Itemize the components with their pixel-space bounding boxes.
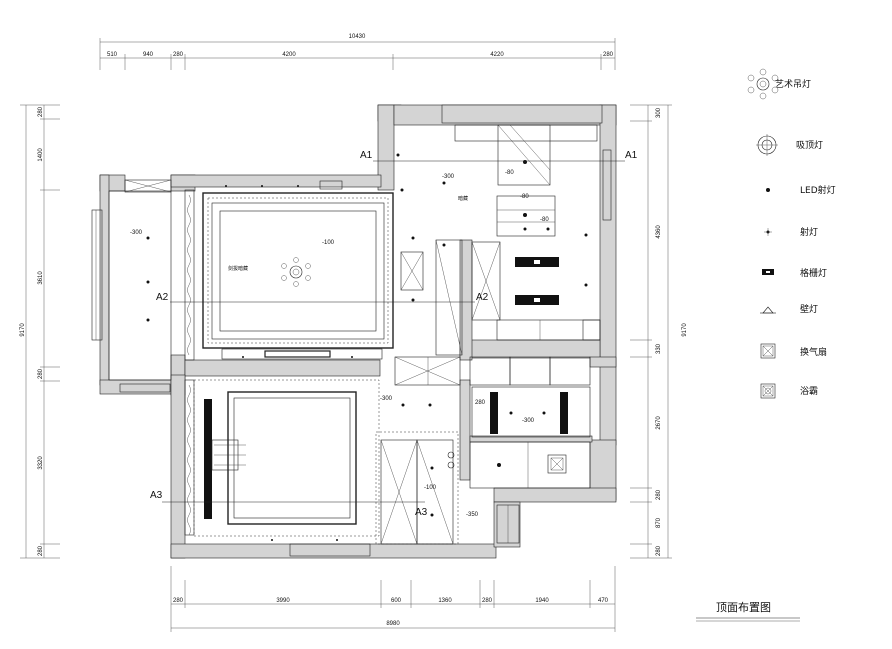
height-280-label: 280 xyxy=(475,400,486,406)
right-dim-3: 330 xyxy=(656,343,662,354)
left-balcony: -300 xyxy=(91,179,172,393)
chandelier-icon xyxy=(747,68,779,100)
top-dim-4: 4200 xyxy=(282,52,296,58)
section-lines: A1 A1 A2 A2 A3 A3 xyxy=(150,150,638,518)
section-a3-left: A3 xyxy=(150,490,163,501)
wall-lamp-icon xyxy=(760,306,776,314)
legend-chandelier-label: 艺术吊灯 xyxy=(775,78,811,90)
left-dim-5: 3320 xyxy=(38,456,44,470)
right-dim-4: 2670 xyxy=(656,416,662,430)
kitchen-area: 暗藏 -300 -80 -80 -80 xyxy=(435,124,612,356)
legend: 艺术吊灯 吸顶灯 LED射灯 射灯 格栅灯 壁灯 xyxy=(747,68,836,399)
living-chandelier-icon xyxy=(281,257,311,287)
right-dim-5: 280 xyxy=(656,489,662,500)
top-dim-5: 4220 xyxy=(490,52,504,58)
top-dim-1: 510 xyxy=(107,52,118,58)
bottom-dim-2: 3990 xyxy=(276,598,290,604)
legend-spotlight-label: 射灯 xyxy=(800,226,818,238)
ceiling-light-icon xyxy=(756,134,778,156)
bottom-dim-1: 280 xyxy=(173,598,184,604)
section-a2-right: A2 xyxy=(476,292,489,303)
bottom-dim-6: 1940 xyxy=(535,598,549,604)
left-dim-6: 280 xyxy=(38,545,44,556)
elevation-kitchen-4: -80 xyxy=(540,217,549,223)
elevation-study-2: -100 xyxy=(424,485,437,491)
elevation-bath: -300 xyxy=(522,418,535,424)
legend-ceiling-light-label: 吸顶灯 xyxy=(796,140,823,151)
living-room: 剑拔暗藏 -100 xyxy=(184,153,446,361)
top-dim-3: 280 xyxy=(173,52,184,58)
bottom-dim-5: 280 xyxy=(482,598,493,604)
legend-bath-heater-label: 浴霸 xyxy=(800,386,818,397)
elevation-kitchen-3: -80 xyxy=(520,194,529,200)
spotlight-icon xyxy=(764,228,772,236)
elevation-balcony: -300 xyxy=(130,230,143,236)
bath-heater-icon xyxy=(760,383,776,399)
left-dim-4: 280 xyxy=(38,368,44,379)
bottom-dimension-chain: 280 3990 600 1360 280 1940 470 8980 xyxy=(170,566,616,632)
exhaust-fan-icon xyxy=(760,343,776,359)
section-a1-right: A1 xyxy=(625,150,638,161)
bottom-total-dim: 8980 xyxy=(386,621,400,627)
legend-led-spot-label: LED射灯 xyxy=(800,184,836,196)
elevation-kitchen: -300 xyxy=(442,174,455,180)
drawing-title-block: 顶面布置图 xyxy=(696,601,800,622)
bottom-dim-4: 1360 xyxy=(438,598,452,604)
section-a2-left: A2 xyxy=(156,292,169,303)
legend-exhaust-fan-label: 换气扇 xyxy=(800,346,827,358)
top-dim-2: 940 xyxy=(143,52,154,58)
top-total-dim: 10430 xyxy=(349,34,366,40)
top-dim-6: 280 xyxy=(603,52,614,58)
legend-wall-lamp-label: 壁灯 xyxy=(800,303,818,315)
elevation-living: -100 xyxy=(322,240,335,246)
right-total-dim: 9170 xyxy=(682,323,688,337)
walls xyxy=(99,104,617,559)
right-dim-2: 4360 xyxy=(656,225,662,239)
left-total-dim: 9170 xyxy=(20,323,26,337)
bedroom xyxy=(184,379,380,557)
bathrooms: 280 -300 xyxy=(469,356,591,489)
kitchen-tag: 暗藏 xyxy=(458,195,468,202)
right-dim-6: 870 xyxy=(656,517,662,528)
led-spot-icon xyxy=(766,188,770,192)
left-dim-1: 280 xyxy=(38,106,44,117)
study-room: -300 -100 -350 xyxy=(375,356,520,545)
section-a1-left: A1 xyxy=(360,150,373,161)
right-dim-1: 300 xyxy=(656,107,662,118)
legend-grille-light-label: 格栅灯 xyxy=(800,267,827,279)
bottom-dim-7: 470 xyxy=(598,598,609,604)
left-dim-3: 3610 xyxy=(38,271,44,285)
right-dim-7: 280 xyxy=(656,545,662,556)
bottom-dim-3: 600 xyxy=(391,598,402,604)
elevation-study-3: -350 xyxy=(466,512,479,518)
left-dim-2: 1400 xyxy=(38,148,44,162)
left-dimension-chain: 280 1400 3610 280 3320 280 9170 xyxy=(20,104,60,559)
drawing-title: 顶面布置图 xyxy=(716,601,771,614)
top-dimension-chain: 10430 510 940 280 4200 4220 280 xyxy=(99,34,616,70)
right-dimension-chain: 300 4360 330 2670 280 870 280 9170 xyxy=(630,104,688,559)
elevation-kitchen-2: -80 xyxy=(505,170,514,176)
elevation-study: -300 xyxy=(380,396,393,402)
grille-light-icon xyxy=(762,269,774,275)
section-a3-right: A3 xyxy=(415,507,428,518)
living-room-tag: 剑拔暗藏 xyxy=(228,265,248,272)
